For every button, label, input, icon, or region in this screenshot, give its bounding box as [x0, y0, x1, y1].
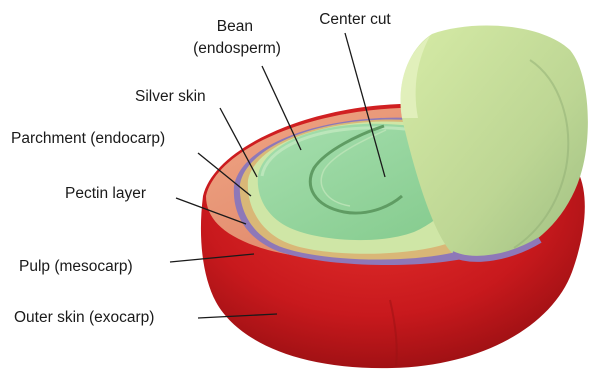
parchment-label: Parchment (endocarp)	[11, 130, 165, 147]
silver-skin-label: Silver skin	[135, 88, 206, 105]
center-cut-label: Center cut	[319, 11, 391, 28]
pectin-layer-label: Pectin layer	[65, 185, 146, 202]
pulp-label: Pulp (mesocarp)	[19, 258, 133, 275]
outer-skin-label: Outer skin (exocarp)	[14, 309, 154, 326]
bean-label: Bean (endosperm)	[193, 18, 281, 57]
